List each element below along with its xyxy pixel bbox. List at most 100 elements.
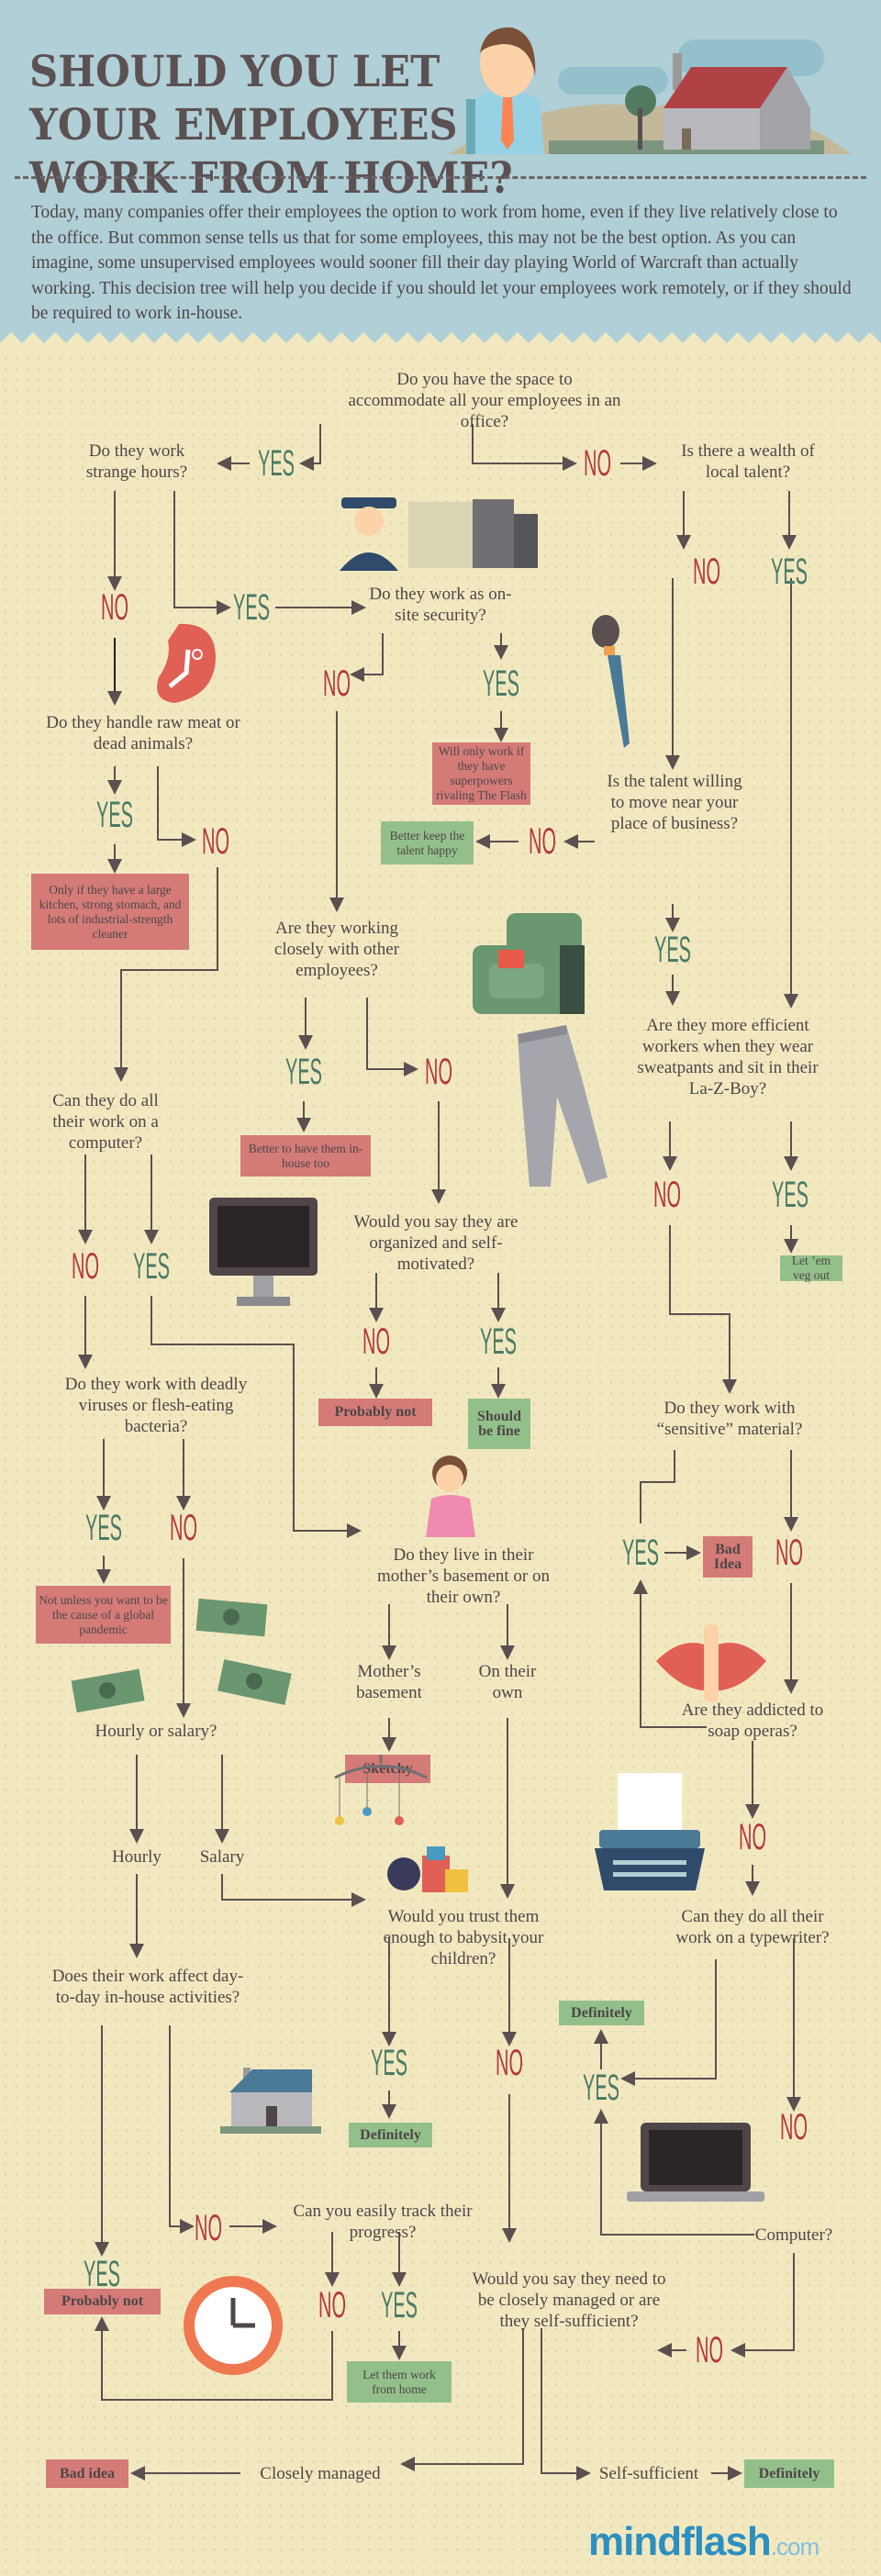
question-security: Do they work as on-site security?	[369, 585, 512, 625]
yes-label: YES	[582, 2068, 620, 2108]
laptop-icon	[627, 2123, 764, 2202]
no-label: NO	[739, 1817, 766, 1857]
question-working-closely: Are they working closely with other empl…	[273, 919, 400, 980]
intro-text: Today, many companies offer their employ…	[31, 203, 852, 323]
no-label: NO	[696, 2330, 723, 2370]
computer-monitor-icon	[209, 1198, 318, 1306]
question-computer-2: Computer?	[754, 2225, 833, 2245]
no-label: NO	[775, 1533, 803, 1573]
no-label: NO	[529, 821, 556, 862]
yes-label: YES	[95, 795, 134, 835]
question-strange-hours: Do they work strange hours?	[85, 441, 188, 482]
question-organized: Would you say they are organized and sel…	[353, 1212, 519, 1274]
title-line: YOUR EMPLOYEES	[29, 100, 458, 151]
no-label: NO	[780, 2107, 808, 2147]
no-label: NO	[496, 2043, 523, 2083]
title-line: SHOULD YOU LET	[29, 47, 440, 97]
yes-label: YES	[479, 1321, 518, 1362]
no-label: NO	[584, 443, 611, 484]
option-self-sufficient: Self-sufficient	[598, 2464, 699, 2483]
yes-label: YES	[482, 664, 520, 704]
logo-name: mindflash	[588, 2519, 772, 2564]
baby-mobile-icon	[334, 1755, 468, 1892]
raw-meat-icon	[157, 623, 216, 703]
no-label: NO	[318, 2285, 346, 2325]
employee-house-illustration	[448, 27, 852, 154]
question-basement: Do they live in their mother’s basement …	[376, 1545, 551, 1607]
outcome-probably-not: Probably not	[318, 1399, 432, 1426]
no-label: NO	[195, 2208, 222, 2248]
question-raw-meat: Do they handle raw meat or dead animals?	[46, 713, 240, 753]
dashed-divider	[15, 176, 866, 179]
question-hourly: Hourly or salary?	[95, 1722, 217, 1741]
question-day-to-day: Does their work affect day-to-day in-hou…	[51, 1967, 244, 2007]
outcome-in-house-too: Better to have them in-house too	[240, 1135, 371, 1176]
house-icon	[220, 2068, 321, 2134]
question-talent-move: Is the talent willing to move near your …	[607, 772, 742, 833]
outcome-kitchen: Only if they have a large kitchen, stron…	[31, 874, 189, 950]
option-on-their-own: On their own	[478, 1662, 537, 1702]
question-typewriter: Can they do all their work on a typewrit…	[675, 1907, 830, 1947]
no-label: NO	[362, 1321, 390, 1362]
no-label: NO	[425, 1052, 452, 1092]
mindflash-logo: mindflash.com	[588, 2519, 820, 2565]
question-local-talent: Is there a wealth of local talent?	[681, 441, 815, 482]
clock-icon	[184, 2276, 283, 2375]
no-label: NO	[72, 1246, 99, 1287]
armchair-icon	[473, 913, 585, 1014]
no-label: NO	[653, 1175, 681, 1215]
outcome-definitely: Definitely	[559, 2001, 644, 2025]
yes-label: YES	[653, 930, 692, 970]
question-viruses: Do they work with deadly viruses or fles…	[64, 1375, 248, 1436]
yes-label: YES	[257, 443, 296, 484]
lips-icon	[656, 1624, 766, 1702]
question-sensitive: Do they work with “sensitive” material?	[656, 1399, 803, 1439]
outcome-pandemic: Not unless you want to be the cause of a…	[36, 1586, 171, 1644]
outcome-veg-out: Let ’em veg out	[780, 1254, 842, 1282]
girl-avatar-icon	[426, 1455, 475, 1537]
zigzag-divider	[0, 332, 881, 354]
no-label: NO	[202, 821, 229, 862]
option-mothers-basement: Mother’s basement	[356, 1662, 422, 1702]
no-label: NO	[170, 1508, 197, 1548]
outcome-should-be-fine: Should be fine	[468, 1399, 530, 1449]
question-managed: Would you say they need to be closely ma…	[472, 2269, 666, 2331]
yes-label: YES	[621, 1533, 660, 1573]
outcome-definitely: Definitely	[349, 2123, 432, 2147]
yes-label: YES	[84, 1508, 123, 1548]
no-label: NO	[101, 587, 128, 628]
outcome-definitely: Definitely	[744, 2459, 834, 2488]
typewriter-icon	[595, 1773, 705, 1890]
yes-label: YES	[232, 587, 271, 628]
outcome-bad-idea: Bad idea	[46, 2459, 128, 2488]
yes-label: YES	[132, 1246, 171, 1287]
paintbrush-icon	[592, 615, 630, 748]
no-label: NO	[693, 552, 720, 592]
question-soap: Are they addicted to soap operas?	[681, 1701, 824, 1741]
yes-label: YES	[770, 552, 809, 592]
yes-label: YES	[380, 2285, 418, 2325]
outcome-probably-not: Probably not	[44, 2289, 161, 2314]
yes-label: YES	[284, 1052, 323, 1092]
no-label: NO	[323, 664, 351, 704]
outcome-work-from-home: Let them work from home	[347, 2361, 452, 2403]
question-babysit: Would you trust them enough to babysit y…	[383, 1907, 544, 1968]
money-icon	[71, 1598, 292, 1713]
yes-label: YES	[370, 2043, 408, 2083]
question-sweatpants: Are they more efficient workers when the…	[637, 1016, 819, 1098]
yes-label: YES	[771, 1175, 809, 1215]
option-hourly: Hourly	[112, 1847, 162, 1867]
outcome-flash: Will only work if they have superpowers …	[432, 742, 530, 805]
question-track: Can you easily track their progress?	[293, 2202, 473, 2242]
outcome-talent-happy: Better keep the talent happy	[381, 821, 474, 864]
yes-label: YES	[83, 2254, 121, 2294]
outcome-bad-idea: Bad Idea	[703, 1536, 753, 1578]
sweatpants-icon	[518, 1025, 608, 1187]
option-salary: Salary	[199, 1847, 245, 1867]
question-space: Do you have the space to accommodate all…	[348, 370, 621, 431]
option-closely-managed: Closely managed	[260, 2464, 381, 2483]
question-computer: Can they do all their work on a computer…	[52, 1091, 159, 1153]
logo-suffix: .com	[770, 2533, 820, 2560]
